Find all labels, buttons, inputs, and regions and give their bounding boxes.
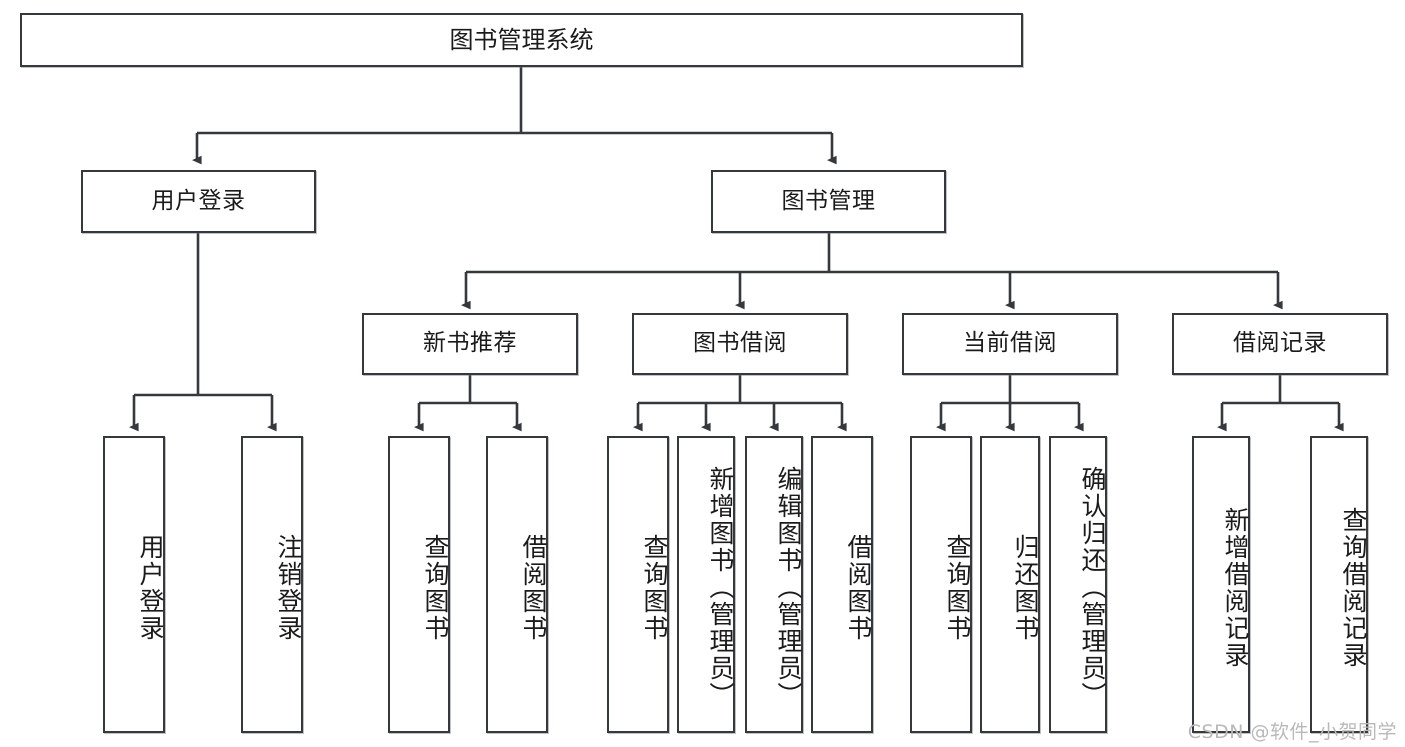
- leaf-borrow-edit-book[interactable]: 编辑图书（管理员）: [745, 436, 803, 733]
- node-label: 借阅图书: [519, 533, 548, 642]
- node-book-borrow[interactable]: 图书借阅: [632, 313, 848, 375]
- leaf-user-login-signin[interactable]: 用户登录: [103, 436, 165, 733]
- node-user-login[interactable]: 用户登录: [81, 170, 316, 233]
- node-label: 借阅记录: [1233, 330, 1327, 357]
- node-label: 当前借阅: [963, 330, 1057, 357]
- node-label: 用户登录: [136, 533, 165, 642]
- node-label: 图书管理: [781, 187, 876, 214]
- leaf-current-confirm-return[interactable]: 确认归还（管理员）: [1049, 436, 1107, 733]
- node-new-book-recommend[interactable]: 新书推荐: [362, 313, 578, 375]
- node-borrow-record[interactable]: 借阅记录: [1172, 313, 1388, 375]
- leaf-borrow-add-book[interactable]: 新增图书（管理员）: [677, 436, 735, 733]
- leaf-record-add-record[interactable]: 新增借阅记录: [1192, 436, 1250, 733]
- node-label: 注销登录: [274, 533, 303, 642]
- node-label: 借阅图书: [844, 533, 873, 642]
- node-root-system[interactable]: 图书管理系统: [20, 13, 1023, 67]
- leaf-borrow-borrow-book[interactable]: 借阅图书: [811, 436, 873, 733]
- node-label: 新书推荐: [423, 330, 517, 357]
- node-label: 查询图书: [421, 533, 450, 642]
- node-label: 新增图书（管理员）: [706, 466, 735, 709]
- node-label: 查询图书: [943, 533, 972, 642]
- leaf-recommend-query-book[interactable]: 查询图书: [388, 436, 450, 733]
- node-label: 编辑图书（管理员）: [774, 466, 803, 709]
- node-current-borrow[interactable]: 当前借阅: [902, 313, 1118, 375]
- node-label: 新增借阅记录: [1221, 506, 1250, 669]
- leaf-borrow-query-book[interactable]: 查询图书: [607, 436, 669, 733]
- leaf-current-query-book[interactable]: 查询图书: [910, 436, 972, 733]
- node-book-management[interactable]: 图书管理: [711, 170, 946, 233]
- node-label: 图书借阅: [693, 330, 787, 357]
- node-label: 确认归还（管理员）: [1078, 466, 1107, 709]
- leaf-recommend-borrow-book[interactable]: 借阅图书: [486, 436, 548, 733]
- node-label: 查询图书: [640, 533, 669, 642]
- node-label: 归还图书: [1011, 533, 1040, 642]
- leaf-record-query-record[interactable]: 查询借阅记录: [1310, 436, 1368, 733]
- leaf-user-login-signout[interactable]: 注销登录: [241, 436, 303, 733]
- node-label: 用户登录: [151, 187, 246, 214]
- node-label: 图书管理系统: [449, 25, 594, 54]
- leaf-current-return-book[interactable]: 归还图书: [980, 436, 1040, 733]
- watermark: CSDN @软件_小贺同学: [1187, 721, 1397, 743]
- node-label: 查询借阅记录: [1339, 506, 1368, 669]
